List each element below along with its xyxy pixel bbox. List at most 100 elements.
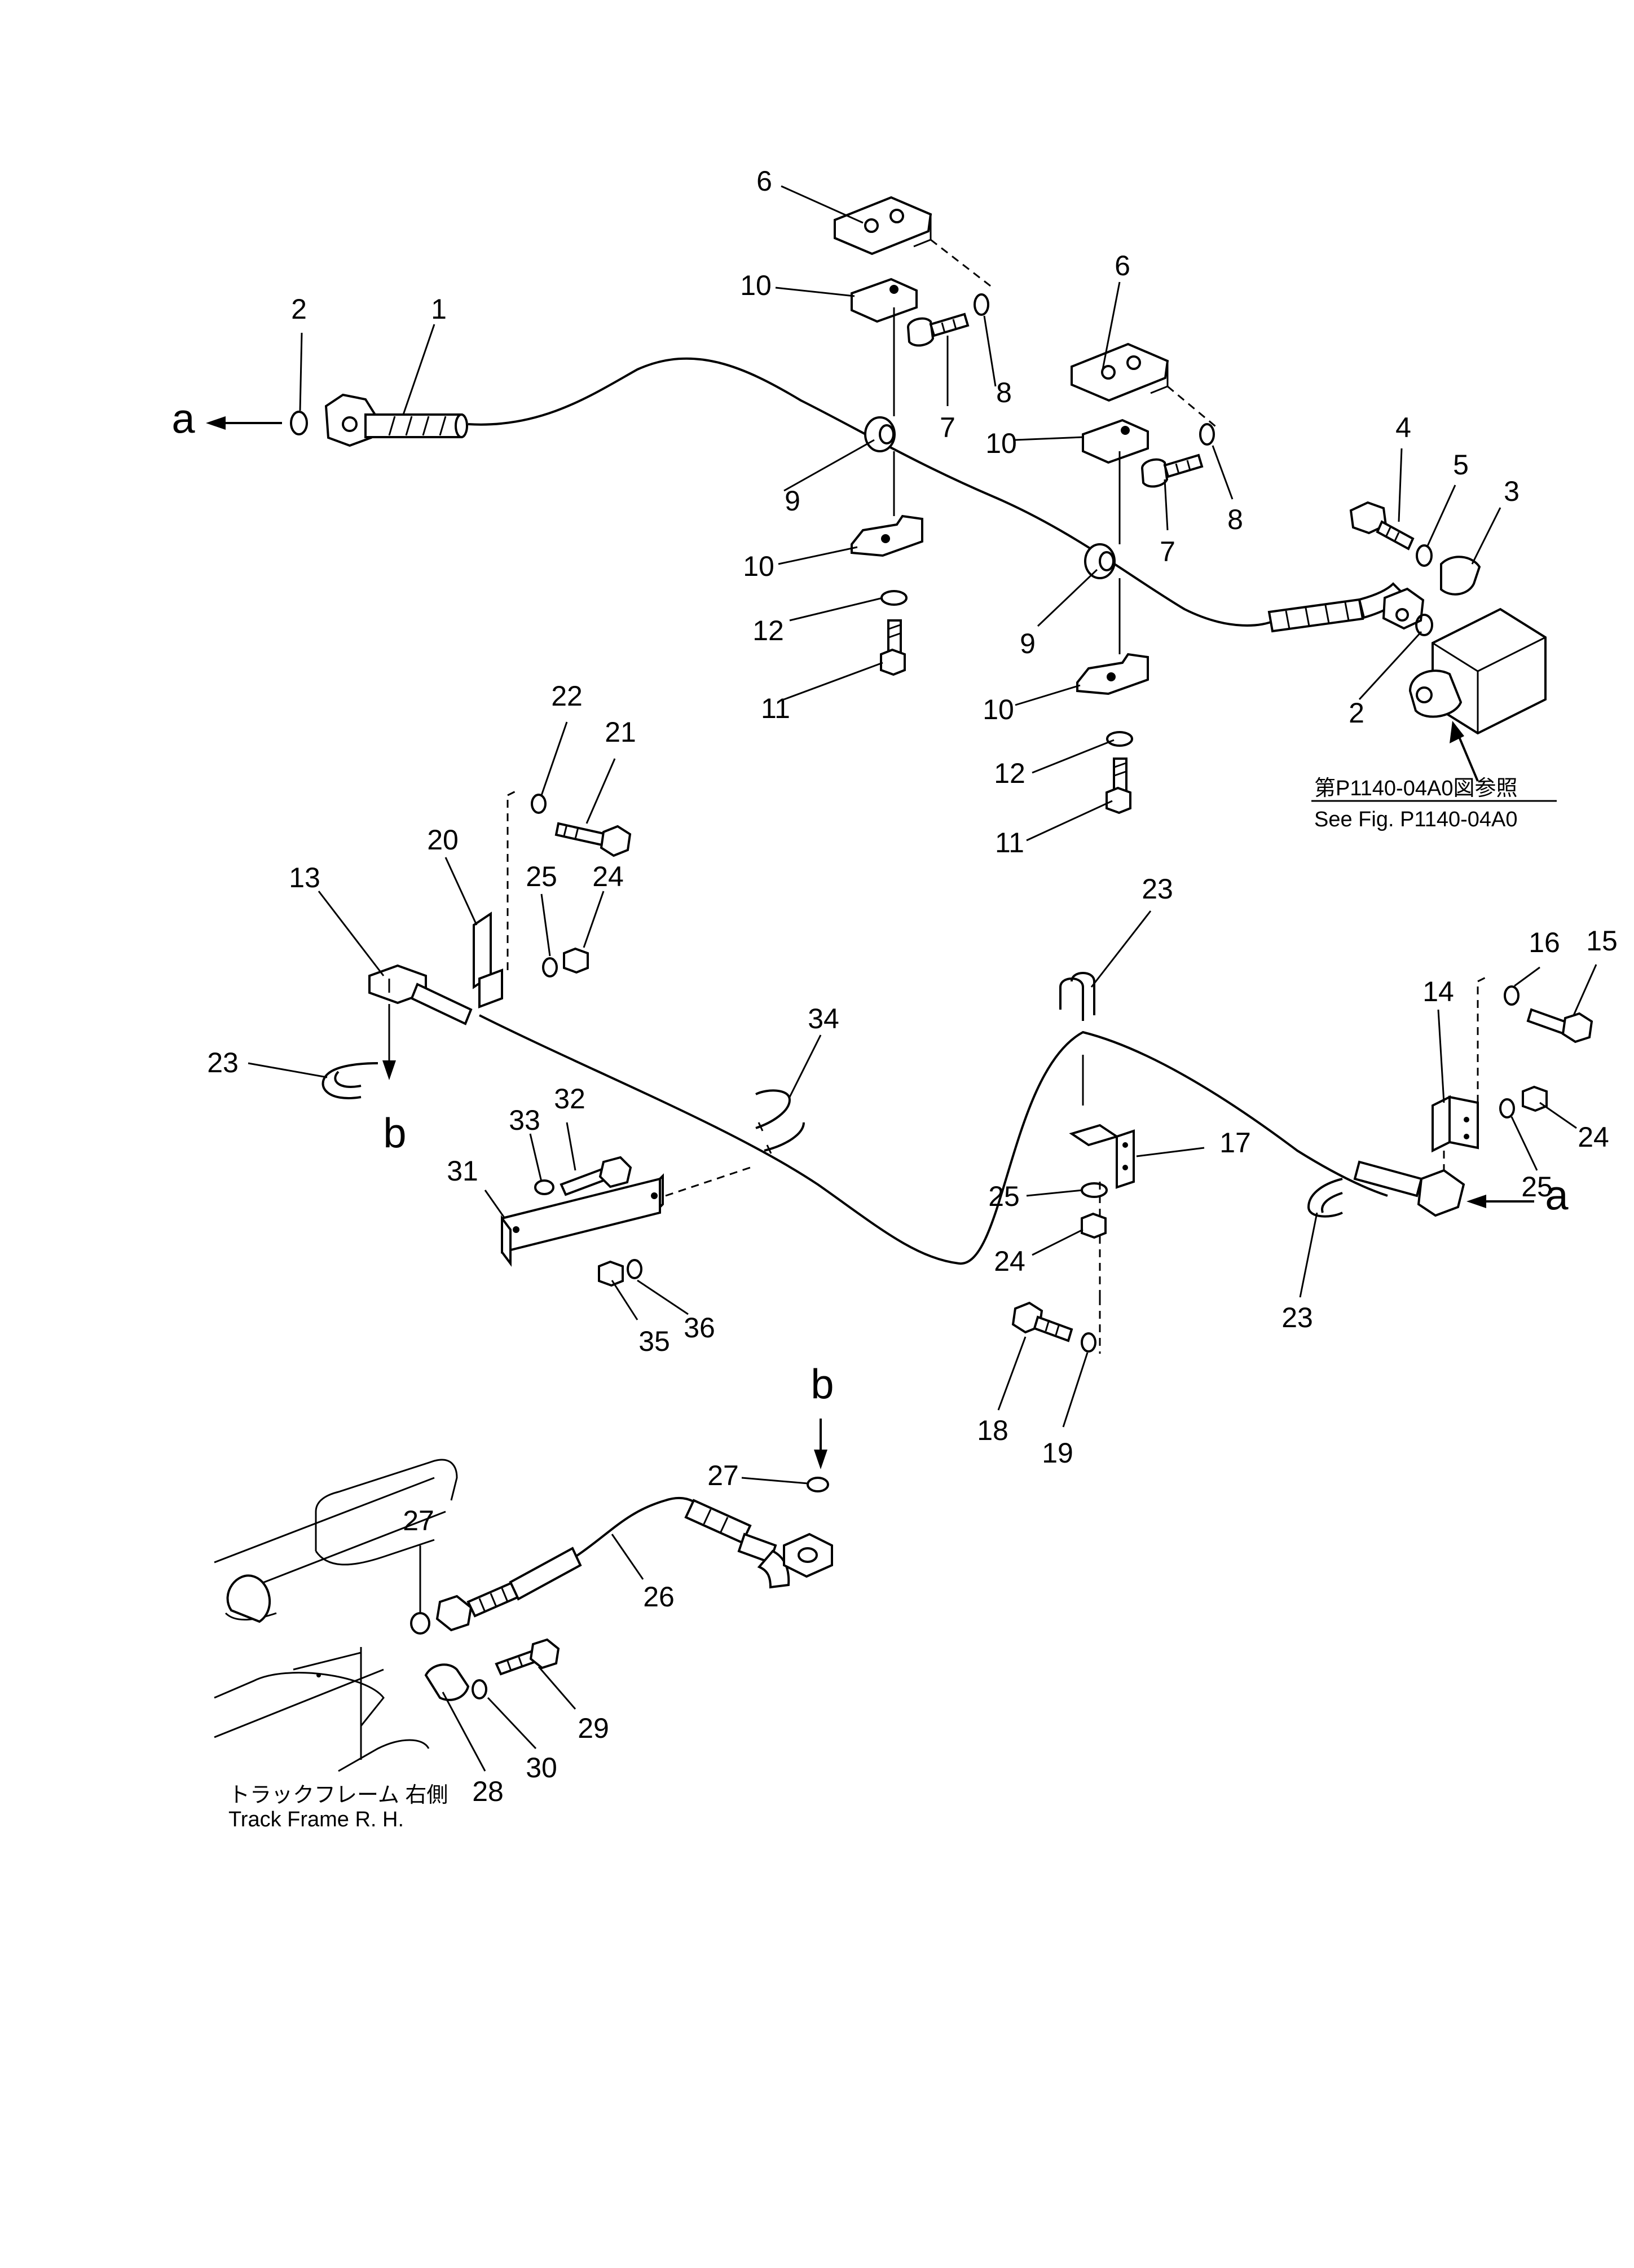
callout-27: 27 bbox=[403, 1505, 434, 1536]
callout-4: 4 bbox=[1395, 412, 1411, 443]
callout-11: 11 bbox=[995, 827, 1024, 858]
u-bolt-23-left bbox=[321, 1062, 378, 1099]
reference-note: 第P1140-04A0図参照 See Fig. P1140-04A0 bbox=[1311, 777, 1557, 831]
callout-24: 24 bbox=[1578, 1121, 1609, 1153]
callout-2: 2 bbox=[1349, 697, 1364, 729]
callout-24: 24 bbox=[994, 1245, 1025, 1277]
bolt-21 bbox=[554, 822, 632, 857]
split-flange-28 bbox=[424, 1663, 470, 1701]
upper-hose-assembly bbox=[206, 185, 1547, 842]
connector-b-top: b bbox=[383, 1110, 406, 1157]
u-bolt-34 bbox=[755, 1089, 805, 1152]
callout-9: 9 bbox=[1020, 628, 1036, 659]
callout-35: 35 bbox=[638, 1325, 670, 1357]
leaders-middle bbox=[248, 721, 1597, 1428]
callout-11: 11 bbox=[761, 693, 790, 724]
lower-hose-assembly bbox=[214, 1419, 833, 1772]
o-ring-27-right bbox=[807, 1477, 829, 1492]
callout-31: 31 bbox=[447, 1155, 478, 1187]
callout-23: 23 bbox=[1142, 873, 1173, 905]
leaders-top bbox=[299, 185, 1501, 842]
bracket-31 bbox=[501, 1166, 751, 1267]
callout-29: 29 bbox=[578, 1712, 609, 1744]
middle-pipe bbox=[479, 1014, 1388, 1265]
connector-labels: a a b b bbox=[171, 395, 1569, 1408]
callout-13: 13 bbox=[289, 862, 320, 893]
callout-26: 26 bbox=[643, 1581, 675, 1613]
bracket-17 bbox=[1069, 1124, 1135, 1354]
track-frame-note-en: Track Frame R. H. bbox=[228, 1808, 404, 1831]
reference-note-en: See Fig. P1140-04A0 bbox=[1314, 808, 1518, 831]
nut-24-right bbox=[1522, 1085, 1548, 1112]
bolt-15 bbox=[1526, 1008, 1593, 1043]
nut-35 bbox=[598, 1260, 624, 1287]
nut-24-mid bbox=[1081, 1212, 1107, 1239]
callout-10: 10 bbox=[743, 551, 774, 582]
callout-20: 20 bbox=[427, 824, 459, 856]
callout-12: 12 bbox=[752, 615, 784, 646]
callout-27: 27 bbox=[707, 1460, 739, 1491]
washer-25-right bbox=[1499, 1098, 1515, 1118]
callout-5: 5 bbox=[1453, 449, 1469, 481]
u-bolt-23-right bbox=[1307, 1178, 1343, 1218]
callout-34: 34 bbox=[808, 1003, 839, 1034]
callout-18: 18 bbox=[977, 1415, 1008, 1446]
connector-a-right: a bbox=[1545, 1172, 1569, 1219]
callout-25: 25 bbox=[1521, 1171, 1553, 1203]
upper-pipe bbox=[468, 357, 1275, 627]
callout-9: 9 bbox=[785, 485, 800, 517]
washer-22 bbox=[531, 794, 547, 814]
bolt-4 bbox=[1349, 501, 1415, 551]
callout-24: 24 bbox=[592, 861, 624, 892]
callout-32: 32 bbox=[554, 1083, 585, 1115]
hose-right-end bbox=[1267, 582, 1425, 633]
callout-7: 7 bbox=[1160, 536, 1175, 567]
o-ring-2-right bbox=[1415, 614, 1433, 636]
callout-23: 23 bbox=[1281, 1302, 1313, 1333]
callout-2: 2 bbox=[291, 293, 307, 325]
connector-a-left: a bbox=[171, 395, 195, 442]
callout-19: 19 bbox=[1042, 1437, 1073, 1469]
callout-21: 21 bbox=[605, 716, 636, 748]
callout-17: 17 bbox=[1219, 1127, 1251, 1159]
leaders-bottom bbox=[419, 1477, 808, 1772]
washer-36 bbox=[627, 1259, 642, 1279]
callout-10: 10 bbox=[985, 428, 1017, 459]
reference-note-jp: 第P1140-04A0図参照 bbox=[1314, 777, 1517, 800]
bolt-29 bbox=[495, 1638, 560, 1676]
fitting-right bbox=[1353, 1160, 1465, 1217]
callout-labels: 1 2 2 3 4 5 6 6 7 7 8 8 9 9 10 10 10 10 … bbox=[207, 165, 1618, 1807]
callout-28: 28 bbox=[472, 1776, 504, 1807]
bolt-18 bbox=[1011, 1301, 1073, 1342]
callout-16: 16 bbox=[1529, 927, 1560, 958]
clamp-stack-right bbox=[1071, 342, 1219, 814]
callout-12: 12 bbox=[994, 758, 1025, 789]
valve-block bbox=[1408, 607, 1547, 735]
callout-8: 8 bbox=[1227, 504, 1243, 535]
callout-6: 6 bbox=[1115, 250, 1130, 281]
callout-6: 6 bbox=[756, 165, 772, 197]
middle-pipe-assembly bbox=[248, 721, 1597, 1428]
bracket-20 bbox=[473, 789, 519, 1009]
callout-1: 1 bbox=[431, 293, 447, 325]
callout-22: 22 bbox=[551, 680, 583, 712]
callout-10: 10 bbox=[983, 694, 1014, 725]
track-frame-note: トラックフレーム 右側 Track Frame R. H. bbox=[228, 1783, 448, 1831]
washer-25-left bbox=[542, 957, 558, 977]
o-ring-27-left bbox=[410, 1612, 430, 1635]
callout-36: 36 bbox=[684, 1312, 715, 1344]
washer-25-mid bbox=[1081, 1182, 1108, 1198]
u-bolt-23-top bbox=[1059, 972, 1095, 1021]
bolt-32 bbox=[560, 1156, 632, 1196]
callout-7: 7 bbox=[940, 412, 955, 443]
o-ring-2-left bbox=[290, 411, 308, 435]
hose-26 bbox=[435, 1496, 833, 1632]
nut-24-left bbox=[563, 947, 589, 974]
callout-25: 25 bbox=[526, 861, 557, 892]
washer-19 bbox=[1081, 1332, 1096, 1353]
washer-5 bbox=[1416, 544, 1433, 567]
callout-25: 25 bbox=[988, 1181, 1020, 1212]
track-frame bbox=[214, 1459, 458, 1772]
callout-8: 8 bbox=[996, 377, 1012, 408]
